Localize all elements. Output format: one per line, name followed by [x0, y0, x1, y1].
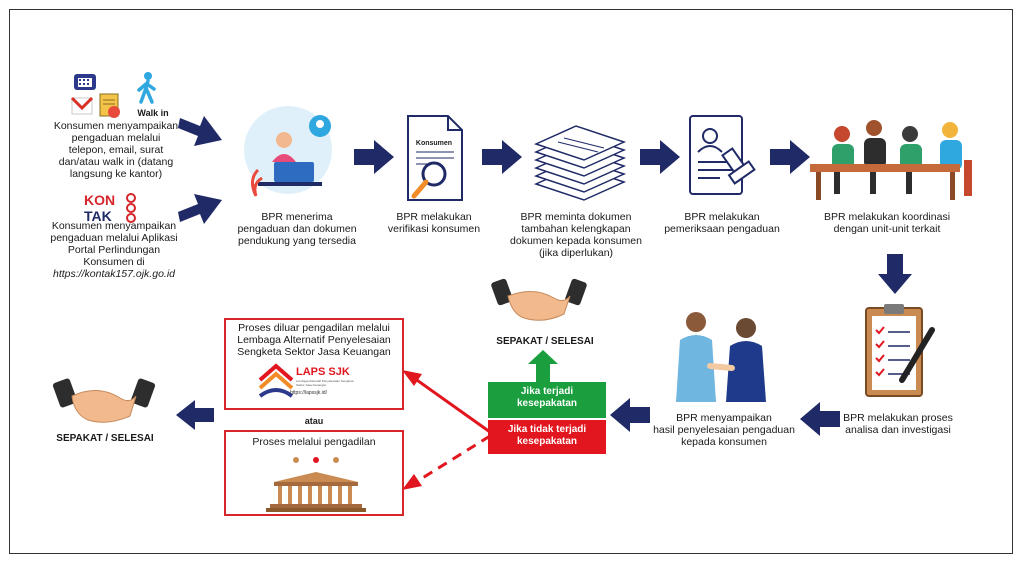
- step1-illustration: [238, 100, 338, 204]
- courthouse-icon: [256, 454, 376, 514]
- arrow-red-dashed-to-court: [402, 434, 491, 490]
- laps-emblem-icon: [258, 363, 294, 398]
- laps-logo: LAPS SJK Lembaga Alternatif Penyelesaian…: [256, 363, 376, 400]
- atau-label: atau: [304, 416, 324, 426]
- arrow-channel1-to-step1: [178, 116, 222, 146]
- laps-line: Proses diluar pengadilan melalui: [238, 322, 390, 334]
- channel1-text: Konsumen menyampaikan pengaduan melalui …: [52, 120, 180, 180]
- step4-line: BPR melakukan: [684, 211, 760, 223]
- channel1-line: Konsumen menyampaikan: [53, 120, 179, 132]
- svg-text:TAK: TAK: [84, 208, 112, 224]
- arrow-step1-to-step2: [354, 140, 394, 174]
- step3-line: tambahan kelengkapan: [521, 223, 631, 235]
- step7-handshake-people-illustration: [660, 306, 780, 404]
- step2-doc-label: Konsumen: [415, 140, 453, 147]
- handshake-icon-left: [52, 372, 156, 426]
- agree-left-label: SEPAKAT / SELESAI: [56, 433, 154, 444]
- laps-url: https://lapssjk.id/: [290, 390, 327, 396]
- step6-clipboard-icon: [858, 300, 938, 404]
- step4-stamp-document-icon: [684, 112, 764, 204]
- arrow-step4-to-step5: [770, 140, 810, 174]
- green-line: Jika terjadi: [520, 386, 574, 397]
- walk-in-label: Walk in: [137, 108, 169, 118]
- step1-text: BPR menerima pengaduan dan dokumen pendu…: [236, 211, 358, 247]
- channel2-text: Konsumen menyampaikan pengaduan melalui …: [44, 220, 184, 280]
- step3-paper-stack-icon: [528, 114, 628, 204]
- channel1-line: dan/atau walk in (datang: [58, 156, 174, 168]
- step7-text: BPR menyampaikan hasil penyelesaian peng…: [650, 412, 798, 448]
- step1-line: pendukung yang tersedia: [238, 235, 356, 247]
- step7-line: kepada konsumen: [681, 436, 767, 448]
- arrow-red-to-laps: [402, 370, 491, 434]
- step4-line: pemeriksaan pengaduan: [664, 223, 780, 235]
- diagram-frame: [9, 9, 1013, 554]
- step3-line: dokumen kepada konsumen: [510, 235, 642, 247]
- step7-line: hasil penyelesaian pengaduan: [653, 424, 795, 436]
- arrow-step6-to-step7: [800, 402, 840, 436]
- arrow-step2-to-step3: [482, 140, 522, 174]
- laps-text: Proses diluar pengadilan melalui Lembaga…: [226, 322, 402, 358]
- agree-center-label: SEPAKAT / SELESAI: [496, 336, 594, 347]
- laps-line: Lembaga Alternatif Penyelesaian: [237, 334, 391, 346]
- agreement-reached-box: Jika terjadi kesepakatan: [488, 382, 606, 418]
- arrow-step7-to-decision: [610, 398, 650, 432]
- court-text: Proses melalui pengadilan: [252, 436, 376, 448]
- channel1-line: pengaduan melalui: [71, 132, 161, 144]
- step5-meeting-illustration: [810, 112, 980, 204]
- arrow-step5-to-step6: [878, 254, 912, 294]
- step2-text: BPR melakukan verifikasi konsumen: [384, 211, 484, 235]
- channel2-line: Konsumen menyampaikan: [51, 220, 177, 232]
- channel1-line: telepon, email, surat: [68, 144, 164, 156]
- step3-line: BPR meminta dokumen: [520, 211, 632, 223]
- channel2-line: Portal Perlindungan: [67, 244, 161, 256]
- channel2-url: https://kontak157.ojk.go.id: [53, 268, 175, 280]
- arrow-step3-to-step4: [640, 140, 680, 174]
- step2-line: BPR melakukan: [396, 211, 472, 223]
- handshake-icon-center: [491, 274, 587, 326]
- step6-line: BPR melakukan proses: [843, 412, 953, 424]
- kontak157-logo: KON TAK: [84, 192, 144, 224]
- svg-text:KON: KON: [84, 192, 115, 208]
- court-option-box: Proses melalui pengadilan: [224, 430, 404, 516]
- step3-text: BPR meminta dokumen tambahan kelengkapan…: [510, 211, 642, 259]
- laps-logo-sub: Lembaga Alternatif Penyelesaian Sengketa…: [296, 379, 354, 387]
- step3-line: (jika diperlukan): [538, 247, 614, 259]
- step6-text: BPR melakukan proses analisa dan investi…: [828, 412, 968, 436]
- arrow-channel2-to-step1: [178, 194, 222, 224]
- step1-line: pengaduan dan dokumen: [237, 223, 357, 235]
- channel2-line: pengaduan melalui Aplikasi: [50, 232, 178, 244]
- step2-line: verifikasi konsumen: [387, 223, 481, 235]
- green-line: kesepakatan: [516, 398, 578, 409]
- step2-document-icon: [400, 112, 470, 204]
- step5-line: dengan unit-unit terkait: [833, 223, 941, 235]
- step5-line: BPR melakukan koordinasi: [823, 211, 951, 223]
- channel1-line: langsung ke kantor): [69, 168, 163, 180]
- step7-line: BPR menyampaikan: [676, 412, 772, 424]
- walk-in-icon: [134, 72, 160, 109]
- arrow-to-final-agreement: [176, 400, 214, 430]
- arrow-green-up: [528, 350, 558, 382]
- step1-line: BPR menerima: [261, 211, 333, 223]
- phone-mail-letter-icons: [70, 74, 120, 118]
- step5-text: BPR melakukan koordinasi dengan unit-uni…: [812, 211, 962, 235]
- step4-text: BPR melakukan pemeriksaan pengaduan: [662, 211, 782, 235]
- laps-option-box: Proses diluar pengadilan melalui Lembaga…: [224, 318, 404, 410]
- step6-line: analisa dan investigasi: [845, 424, 951, 436]
- red-line: Jika tidak terjadi: [507, 424, 587, 435]
- laps-line: Sengketa Sektor Jasa Keuangan: [237, 346, 391, 358]
- channel2-line: Konsumen di: [83, 256, 145, 268]
- laps-logo-text: LAPS SJK: [296, 366, 350, 378]
- channel-icons: [70, 72, 170, 120]
- red-line: kesepakatan: [516, 436, 578, 447]
- no-agreement-box: Jika tidak terjadi kesepakatan: [488, 420, 606, 454]
